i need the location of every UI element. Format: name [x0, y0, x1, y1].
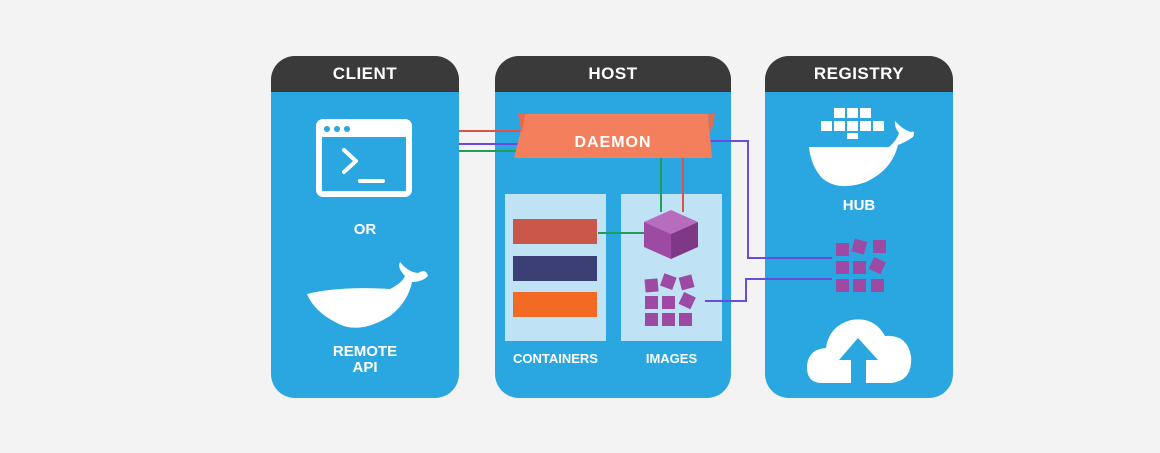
- remote-label: REMOTE API: [271, 344, 459, 376]
- containers-label: CONTAINERS: [513, 351, 598, 366]
- host-title: HOST: [495, 56, 731, 92]
- remote-label-line-2: API: [352, 359, 378, 376]
- hub-label: HUB: [842, 197, 876, 214]
- docker-whale-icon: [809, 108, 915, 187]
- daemon-image-connectors: [598, 158, 684, 234]
- terminal-icon: [316, 119, 412, 197]
- blocks-icon: [644, 273, 696, 326]
- remote-label-line-1: REMOTE: [332, 343, 398, 360]
- container-bar-red: [513, 219, 597, 244]
- client-title: CLIENT: [271, 56, 459, 92]
- registry-blocks-icon: [836, 238, 886, 292]
- daemon-label: DAEMON: [574, 134, 652, 151]
- images-label: IMAGES: [645, 351, 698, 366]
- host-panel: HOST CONTAINERS IMAGES: [495, 56, 731, 398]
- registry-title: REGISTRY: [765, 56, 953, 92]
- daemon-shape: [514, 114, 715, 158]
- cloud-upload-icon: [806, 319, 912, 383]
- client-panel: CLIENT OR REMOTE API: [271, 56, 459, 398]
- registry-connectors: [705, 140, 832, 302]
- container-bar-navy: [513, 256, 597, 281]
- container-bar-orange: [513, 292, 597, 317]
- containers-box: [505, 194, 606, 341]
- cube-icon: [644, 210, 698, 259]
- or-label: OR: [353, 221, 377, 238]
- whale-icon: [307, 262, 428, 328]
